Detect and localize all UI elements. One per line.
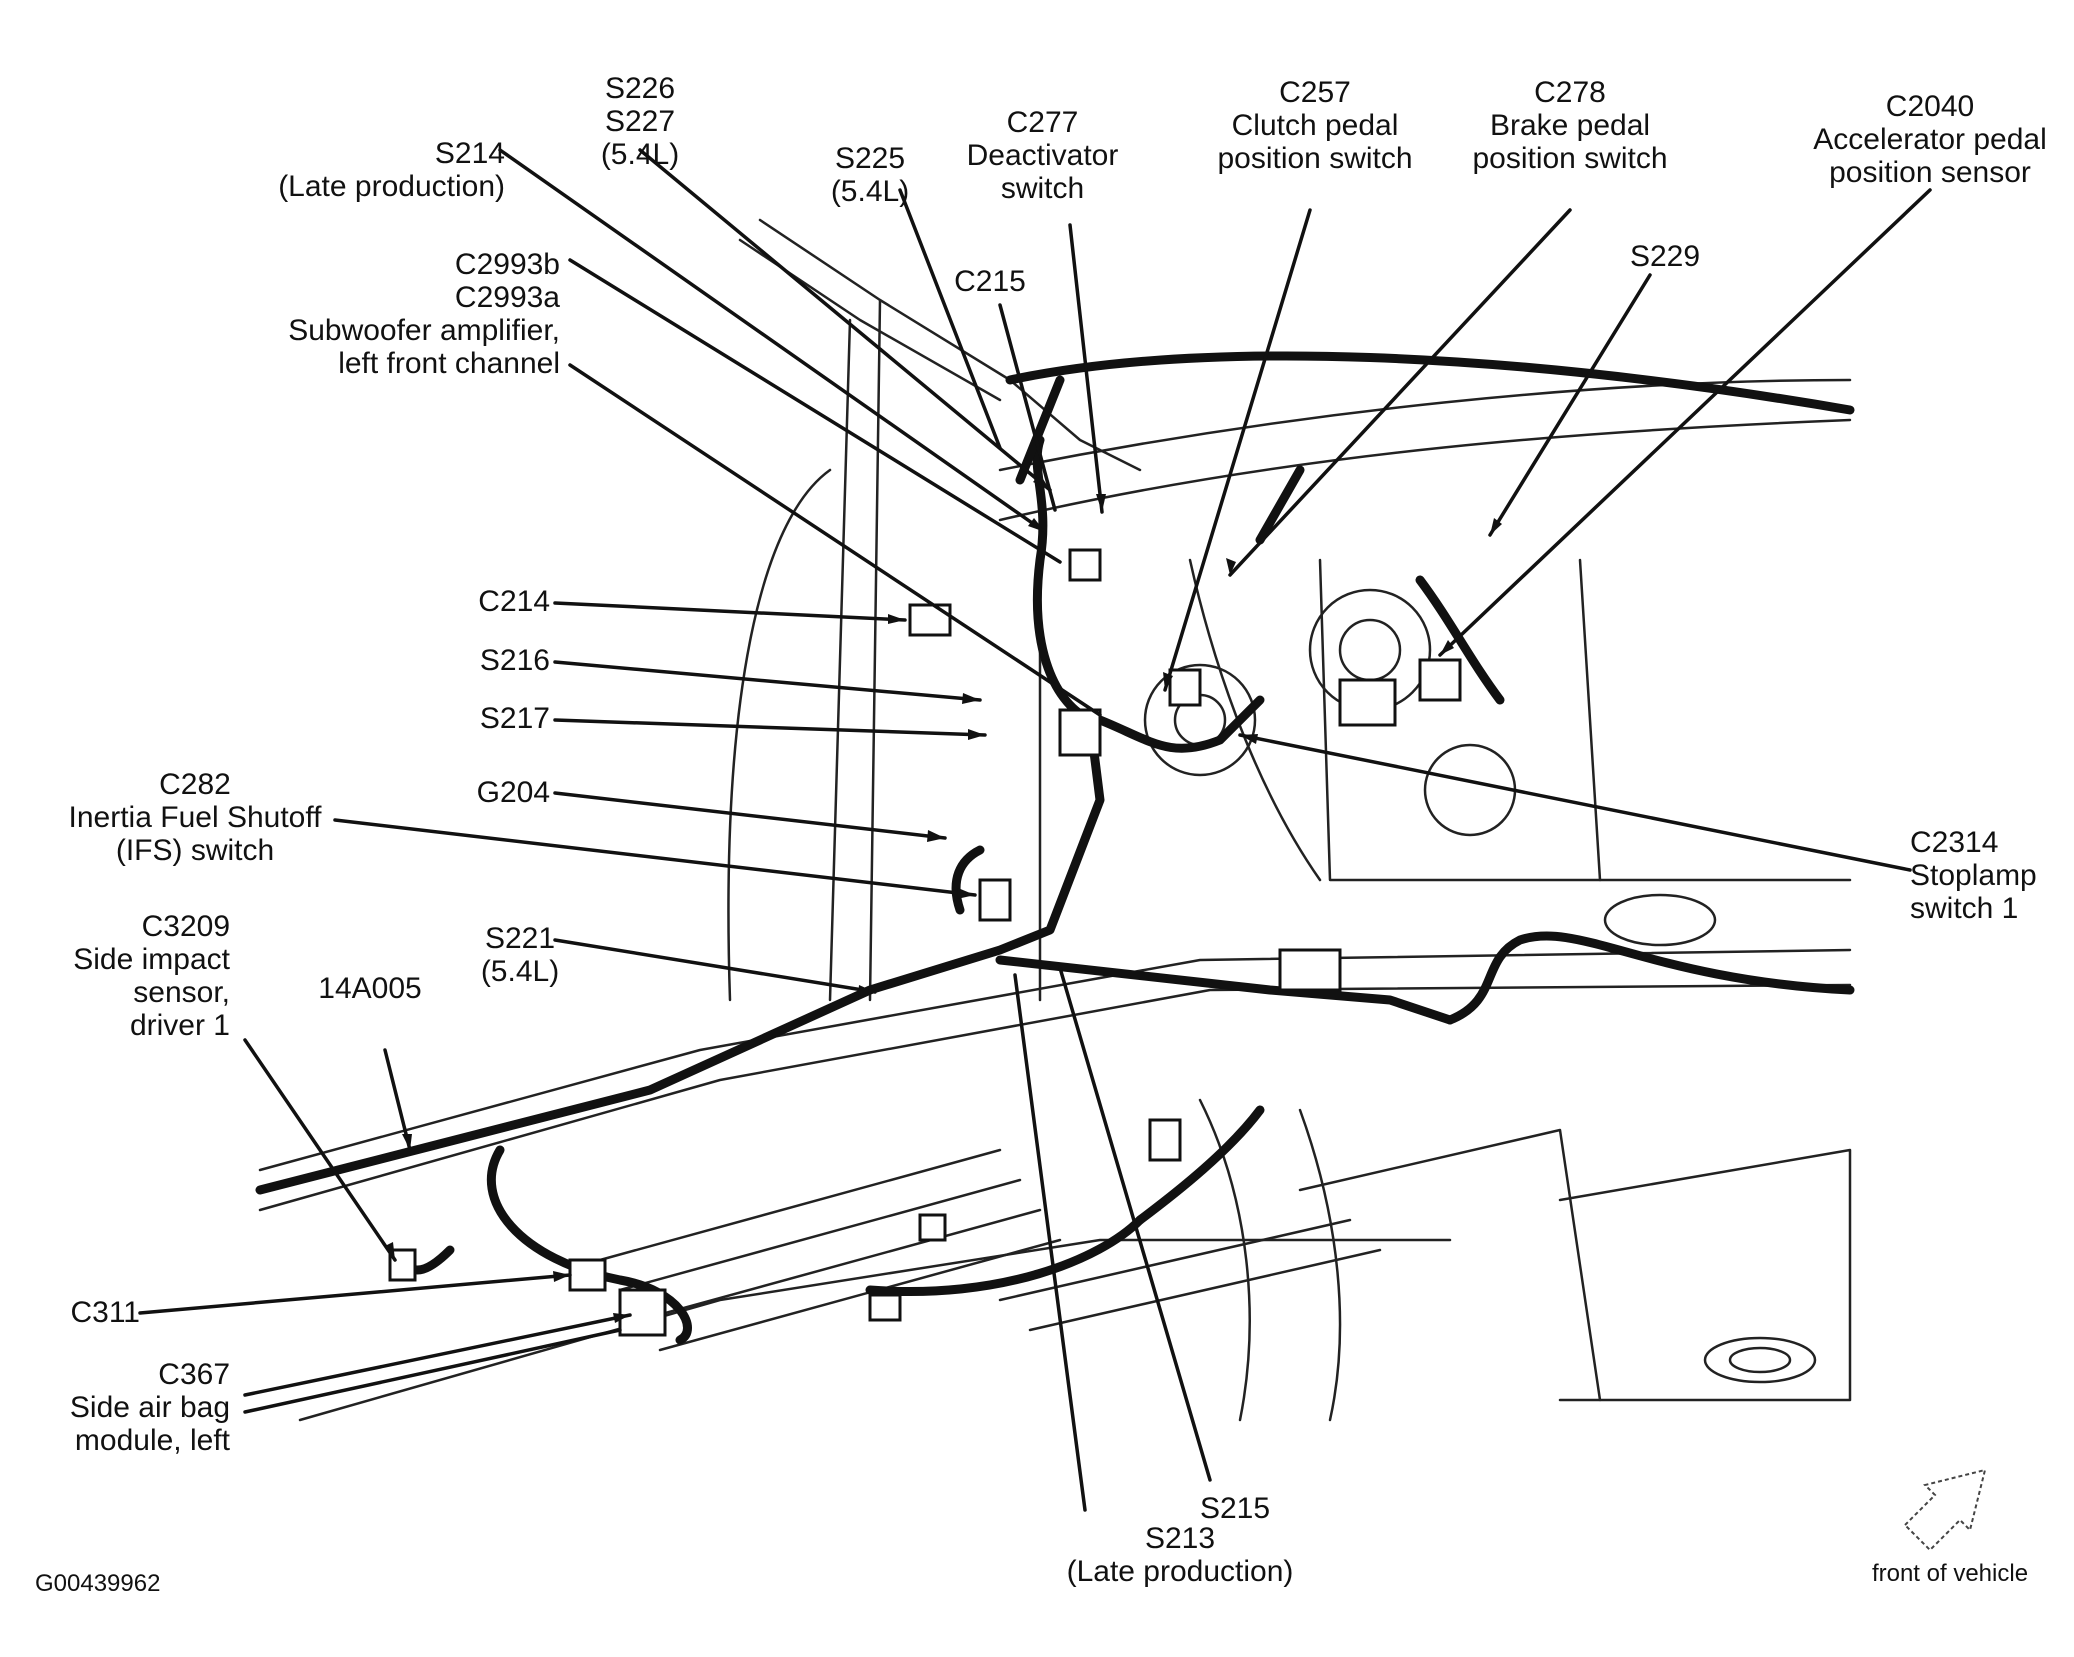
arrowheads	[385, 474, 1502, 1323]
label-c2993: C2993b C2993a Subwoofer amplifier, left …	[288, 248, 560, 380]
label-s217: S217	[479, 702, 550, 735]
label-c257: C257 Clutch pedal position switch	[1217, 76, 1413, 175]
leader-c2314	[1238, 733, 1912, 872]
label-g204: G204	[476, 776, 550, 809]
leader-c2040	[1438, 188, 1932, 657]
leader-s215	[1058, 966, 1212, 1482]
label-s214: S214 (Late production)	[278, 137, 505, 203]
label-c278: C278 Brake pedal position switch	[1472, 76, 1668, 175]
leader-c277	[1068, 223, 1104, 514]
leader-c3209	[243, 1038, 397, 1262]
leader-c215	[998, 303, 1057, 512]
leader-s221	[553, 938, 877, 994]
label-14a005: 14A005	[318, 972, 422, 1005]
label-s213: S213 (Late production)	[1066, 1522, 1294, 1588]
leader-c257	[1163, 208, 1312, 692]
leader-c367a	[243, 1313, 632, 1397]
label-c2040: C2040 Accelerator pedal position sensor	[1813, 90, 2047, 189]
leader-14a005	[383, 1048, 412, 1152]
label-c2314: C2314 Stoplamp switch 1	[1910, 826, 2037, 925]
leader-s225	[898, 188, 1002, 450]
leader-s229	[1488, 273, 1652, 537]
label-s216: S216	[479, 644, 550, 677]
label-c3209: C3209 Side impact sensor, driver 1	[73, 910, 230, 1042]
leader-s213	[1013, 973, 1087, 1512]
leader-c2993a	[568, 363, 1102, 717]
leader-s216	[553, 660, 982, 702]
label-s215: S215	[1199, 1492, 1271, 1525]
label-c214: C214	[478, 585, 550, 618]
leader-c282	[333, 818, 977, 897]
leader-c311	[138, 1273, 572, 1315]
leader-g204	[553, 791, 947, 840]
leader-c214	[553, 601, 907, 622]
label-s226: S226 S227 (5.4L)	[600, 72, 680, 171]
label-s229: S229	[1629, 240, 1701, 273]
label-c277: C277 Deactivator switch	[966, 106, 1119, 205]
connectors	[388, 548, 1462, 1337]
vehicle-body-illustration	[258, 218, 1852, 1422]
leader-c2993b	[568, 258, 1062, 564]
leader-c278	[1228, 208, 1572, 577]
leader-lines	[138, 148, 1932, 1512]
label-c367: C367 Side air bag module, left	[69, 1358, 230, 1457]
front-of-vehicle-caption: front of vehicle	[1871, 1560, 2029, 1587]
figure-id: G00439962	[35, 1570, 161, 1597]
leader-s214	[498, 148, 1047, 534]
diagonal-arrow-icon	[1903, 1468, 1987, 1552]
label-c282: C282 Inertia Fuel Shutoff (IFS) switch	[68, 768, 322, 867]
label-c311: C311	[70, 1296, 141, 1329]
label-s221: S221 (5.4L)	[480, 922, 560, 988]
leader-s226	[638, 148, 1052, 492]
label-s225: S225 (5.4L)	[830, 142, 910, 208]
label-c215: C215	[954, 265, 1026, 298]
wiring-harness	[255, 351, 1855, 1345]
leader-s217	[553, 718, 987, 737]
leader-c367b	[243, 1328, 622, 1414]
